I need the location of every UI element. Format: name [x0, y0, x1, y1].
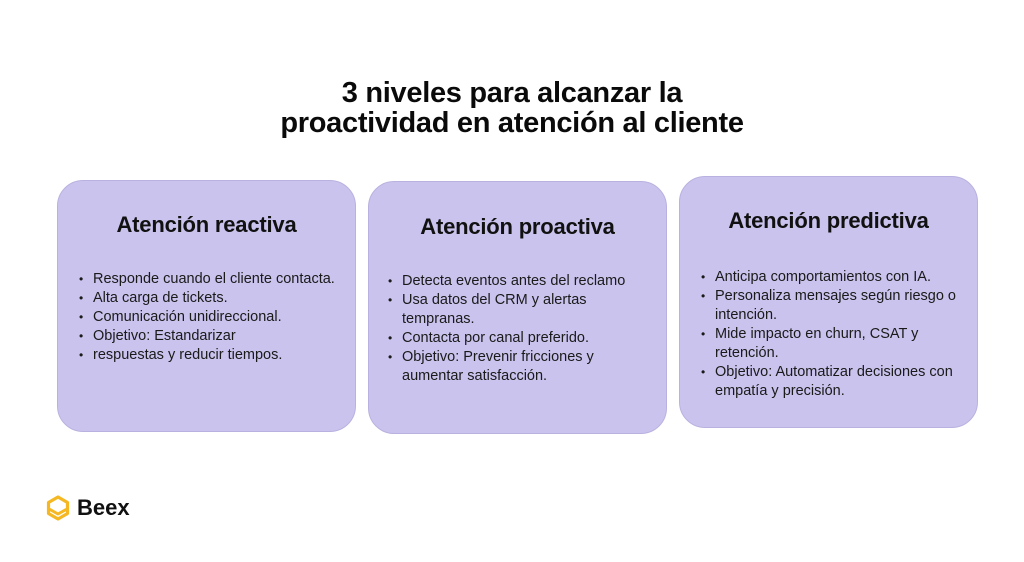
list-item: Objetivo: Prevenir fricciones y aumentar…	[388, 348, 658, 386]
list-item: Usa datos del CRM y alertas tempranas.	[388, 291, 658, 329]
hexagon-logo-icon	[46, 495, 70, 521]
list-item: Objetivo: Estandarizar	[79, 327, 345, 346]
list-item: Comunicación unidireccional.	[79, 308, 345, 327]
title-line-2: proactividad en atención al cliente	[280, 107, 744, 139]
brand-name: Beex	[77, 495, 130, 520]
card-list: Responde cuando el cliente contacta. Alt…	[79, 270, 345, 365]
card-reactive: Atención reactiva Responde cuando el cli…	[57, 180, 356, 432]
card-heading: Atención reactiva	[116, 212, 297, 237]
card-predictive: Atención predictiva Anticipa comportamie…	[679, 176, 978, 428]
title-line-1: 3 niveles para alcanzar la	[341, 77, 683, 109]
list-item: Responde cuando el cliente contacta.	[79, 270, 345, 289]
list-item: respuestas y reducir tiempos.	[79, 346, 345, 365]
card-list: Anticipa comportamientos con IA. Persona…	[701, 268, 969, 401]
list-item: Anticipa comportamientos con IA.	[701, 268, 969, 287]
list-item: Mide impacto en churn, CSAT y retención.	[701, 325, 969, 363]
card-heading: Atención proactiva	[420, 214, 615, 239]
card-proactive: Atención proactiva Detecta eventos antes…	[368, 181, 667, 434]
list-item: Alta carga de tickets.	[79, 289, 345, 308]
card-list: Detecta eventos antes del reclamo Usa da…	[388, 272, 658, 386]
brand-logo: Beex	[44, 494, 130, 522]
list-item: Objetivo: Automatizar decisiones con emp…	[701, 363, 969, 401]
list-item: Detecta eventos antes del reclamo	[388, 272, 658, 291]
page-title: 3 niveles para alcanzar la proactividad …	[0, 78, 1024, 138]
list-item: Personaliza mensajes según riesgo o inte…	[701, 287, 969, 325]
list-item: Contacta por canal preferido.	[388, 329, 658, 348]
card-heading: Atención predictiva	[728, 208, 929, 233]
